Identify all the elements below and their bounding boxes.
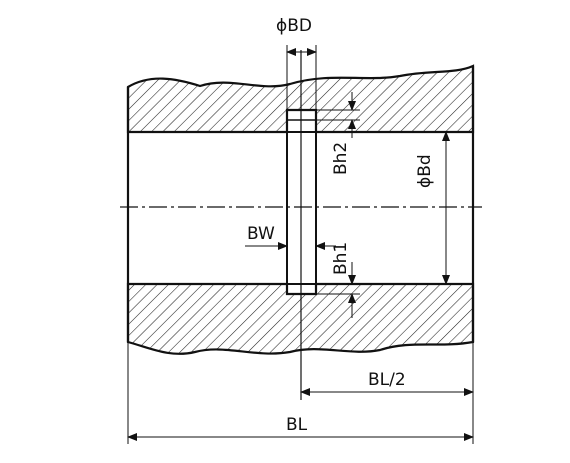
- bh1-label: Bh1: [331, 242, 351, 275]
- length-label: BL: [286, 415, 308, 435]
- bore-dia-label: ϕBD: [276, 16, 312, 36]
- body-dia-label: ϕBd: [415, 154, 435, 188]
- bw-label: BW: [247, 224, 275, 244]
- half-length-label: BL/2: [368, 370, 406, 390]
- bh2-label: Bh2: [331, 142, 351, 175]
